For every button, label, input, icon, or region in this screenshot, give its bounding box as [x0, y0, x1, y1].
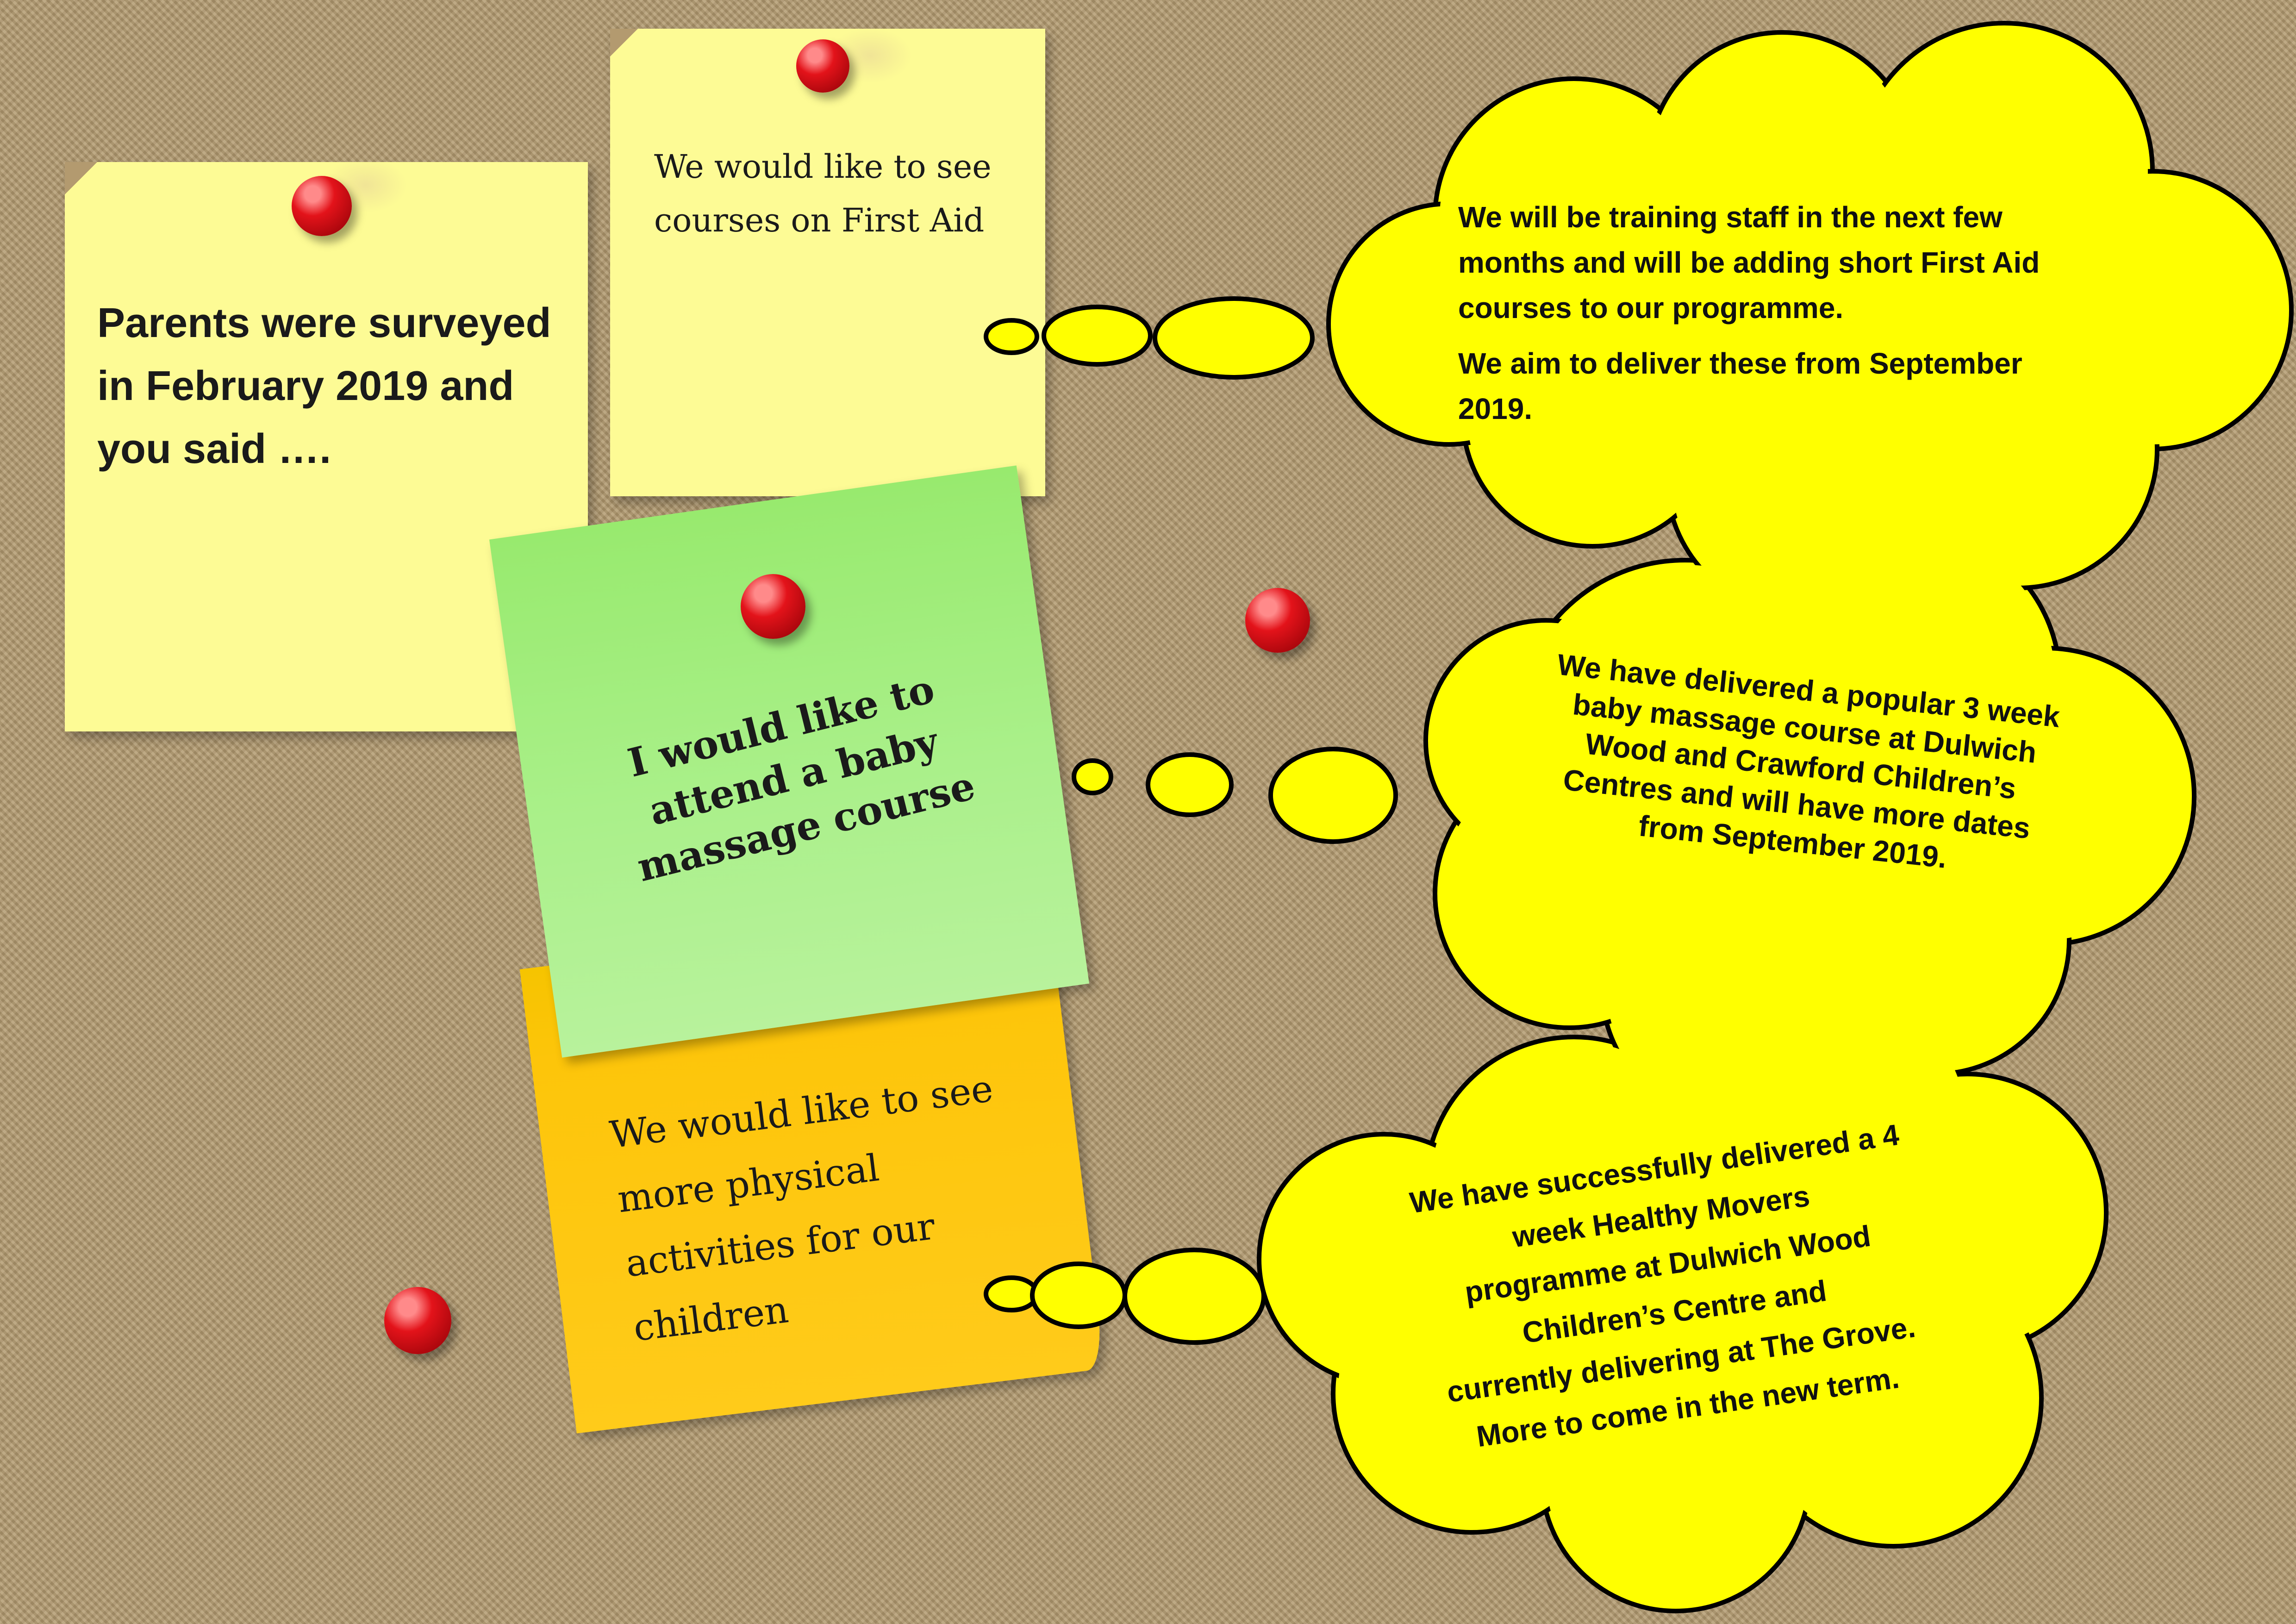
- thought-bubble-dot: [1030, 1262, 1127, 1329]
- red-pushpin-icon: [384, 1287, 451, 1354]
- first-aid-sticky-note: We would like to see courses on First Ai…: [610, 29, 1045, 496]
- first-aid-response-paragraph-2: We aim to deliver these from September 2…: [1458, 347, 2022, 425]
- red-pushpin-icon: [292, 176, 352, 236]
- first-aid-response-paragraph-1: We will be training staff in the next fe…: [1458, 200, 2040, 325]
- note-curl: [65, 162, 97, 194]
- thought-bubble-dot: [1072, 758, 1113, 795]
- intro-sticky-note: Parents were surveyed in February 2019 a…: [65, 162, 588, 731]
- thought-bubble-dot: [1146, 752, 1234, 817]
- thought-bubble-dot: [984, 1275, 1039, 1312]
- intro-note-text: Parents were surveyed in February 2019 a…: [97, 300, 551, 472]
- thought-bubble-dot: [1123, 1248, 1266, 1345]
- thought-bubble-dot: [1042, 305, 1153, 367]
- red-pushpin-icon: [1245, 588, 1310, 653]
- thought-bubble-dot: [984, 318, 1039, 355]
- red-pushpin-icon: [741, 574, 805, 639]
- thought-bubble-dot: [1153, 296, 1315, 380]
- first-aid-response-text: We will be training staff in the next fe…: [1458, 194, 2097, 431]
- red-pushpin-icon: [796, 39, 849, 93]
- thought-bubble-dot: [1268, 747, 1398, 844]
- first-aid-note-text: We would like to see courses on First Ai…: [654, 148, 992, 239]
- note-curl: [610, 29, 638, 56]
